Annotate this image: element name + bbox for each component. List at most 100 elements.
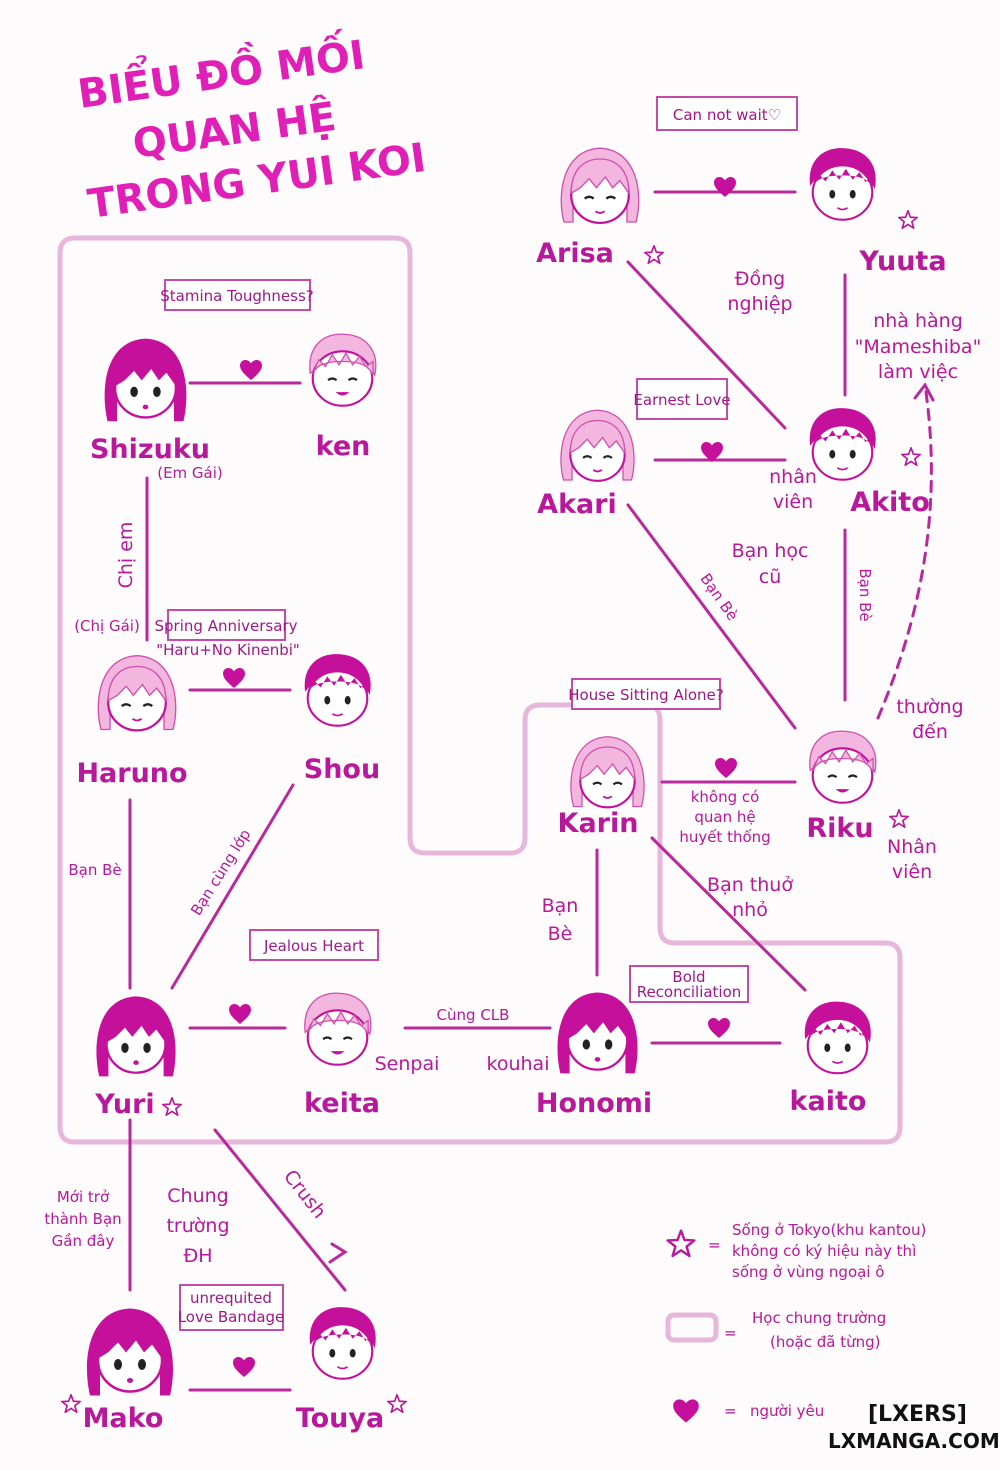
label-khong-co-3: huyết thống [679,828,770,846]
legend-school-box-icon [665,1312,719,1343]
star-icon [644,245,664,265]
label-cung-clb: Cùng CLB [437,1006,510,1024]
face-akari [559,409,636,482]
character-faces [85,147,877,1397]
label-khong-co-2: quan hệ [694,808,755,826]
name-yuuta: Yuuta [858,246,946,277]
face-shou [303,653,372,727]
relationship-tag-texts: Can not wait♡ Stamina Toughness? Earnest… [155,106,782,1326]
tag-unrequited-2: Love Bandage [178,1308,285,1326]
tag-house: House Sitting Alone? [568,686,724,704]
heart-icon [223,668,245,688]
name-kaito: kaito [790,1086,867,1117]
tag-spring-box [167,609,286,641]
name-touya: Touya [296,1403,384,1434]
star-icon [889,809,909,829]
watermark: [LXERS] LXMANGA.COM [828,1402,1000,1453]
name-akito: Akito [850,487,930,518]
name-arisa: Arisa [536,238,614,269]
mameshiba-arrow [913,382,935,402]
name-honomi: Honomi [536,1088,652,1119]
face-touya [308,1306,377,1380]
line-riku-mameshiba [876,383,933,720]
label-chung-truong-3: ĐH [183,1245,212,1267]
label-nhan-vien-1b: viên [773,491,813,513]
label-chung-truong-2: trường [166,1215,229,1237]
face-karin [569,735,646,809]
heart-icon [714,177,736,197]
label-ban-hoc-cu-2: cũ [759,566,782,588]
tag-earnest: Earnest Love [633,391,730,409]
watermark-site: LXMANGA.COM [828,1429,1000,1453]
tag-jealous-box [249,929,379,961]
label-thuong-den-1: thường [896,696,963,718]
legend-star-1: Sống ở Tokyo(khu kantou) [732,1221,926,1239]
name-haruno: Haruno [76,758,187,789]
label-nha-hang-2: "Mameshiba" [855,336,982,358]
label-chung-truong-1: Chung [167,1185,228,1207]
name-shou: Shou [304,754,380,785]
label-ban-be-karin-2: Bè [548,923,573,945]
name-riku: Riku [806,813,873,844]
tag-jealous: Jealous Heart [263,937,364,955]
name-keita: keita [304,1088,380,1119]
tag-bold-2: Reconciliation [637,983,742,1001]
star-icon [898,210,918,230]
label-ban-be-haruno: Bạn Bè [68,861,121,879]
school-group-outlines [57,235,903,1145]
name-yuri: Yuri [94,1089,154,1120]
crush-arrow [328,1242,348,1264]
star-icon [901,447,921,467]
label-crush: Crush [279,1166,330,1223]
face-riku [808,730,877,804]
heart-icon [715,758,737,778]
face-arisa [560,147,640,225]
heart-icon [233,1357,255,1377]
tag-earnest-box [636,378,728,420]
line-shou-yuri [170,783,295,990]
legend: = Sống ở Tokyo(khu kantou) không có ký h… [665,1221,926,1423]
tag-cannot-wait: Can not wait♡ [673,106,781,124]
label-nhan-vien-1a: nhân [769,466,817,488]
watermark-brand: [LXERS] [868,1402,967,1427]
face-kaito [803,1000,872,1075]
heart-icon [229,1004,251,1024]
legend-eq-heart: = [724,1402,737,1420]
label-moi-tro-3: Gần đây [52,1232,115,1250]
label-kouhai: kouhai [487,1053,550,1075]
line-akari-riku [626,503,797,730]
line-karin-kaito [650,836,807,992]
label-nha-hang-1: nhà hàng [873,310,963,332]
name-ken: ken [316,431,371,462]
face-haruno [97,654,177,732]
face-honomi [556,991,639,1075]
tag-spring: Spring Anniversary [155,617,298,635]
face-ken [308,333,377,407]
tag-house-box [571,678,721,710]
label-chi-gai: (Chị Gái) [74,617,140,635]
character-names: Arisa Yuuta Akari Akito Shizuku ken Haru… [76,238,946,1434]
face-mako [85,1307,175,1397]
relationship-labels: Đồng nghiệp nhà hàng "Mameshiba" làm việ… [44,268,981,1267]
legend-eq-box: = [724,1324,737,1342]
label-chi-em: Chị em [115,522,137,589]
legend-heart-icon [673,1399,699,1423]
name-shizuku: Shizuku [90,434,210,465]
tag-unrequited-1: unrequited [190,1289,272,1307]
label-nha-hang-3: làm việc [878,361,958,383]
tag-spring-sub: "Haru+No Kinenbi" [156,641,300,659]
legend-heart: người yêu [750,1402,824,1420]
legend-star-2: không có ký hiệu này thì [732,1242,916,1260]
label-ban-be-karin-1: Bạn [542,895,579,917]
face-keita [303,992,372,1066]
label-dong-nghiep-1: Đồng [735,268,785,290]
label-dong-nghiep-2: nghiệp [727,293,792,315]
label-ban-be-akari: Bạn Bè [696,570,741,624]
face-yuri [95,995,177,1078]
legend-box-2: (hoặc đã từng) [770,1333,881,1351]
name-akari: Akari [537,489,617,520]
line-arisa-akito [626,260,787,430]
legend-star-icon [666,1229,696,1258]
face-yuuta [808,147,877,221]
